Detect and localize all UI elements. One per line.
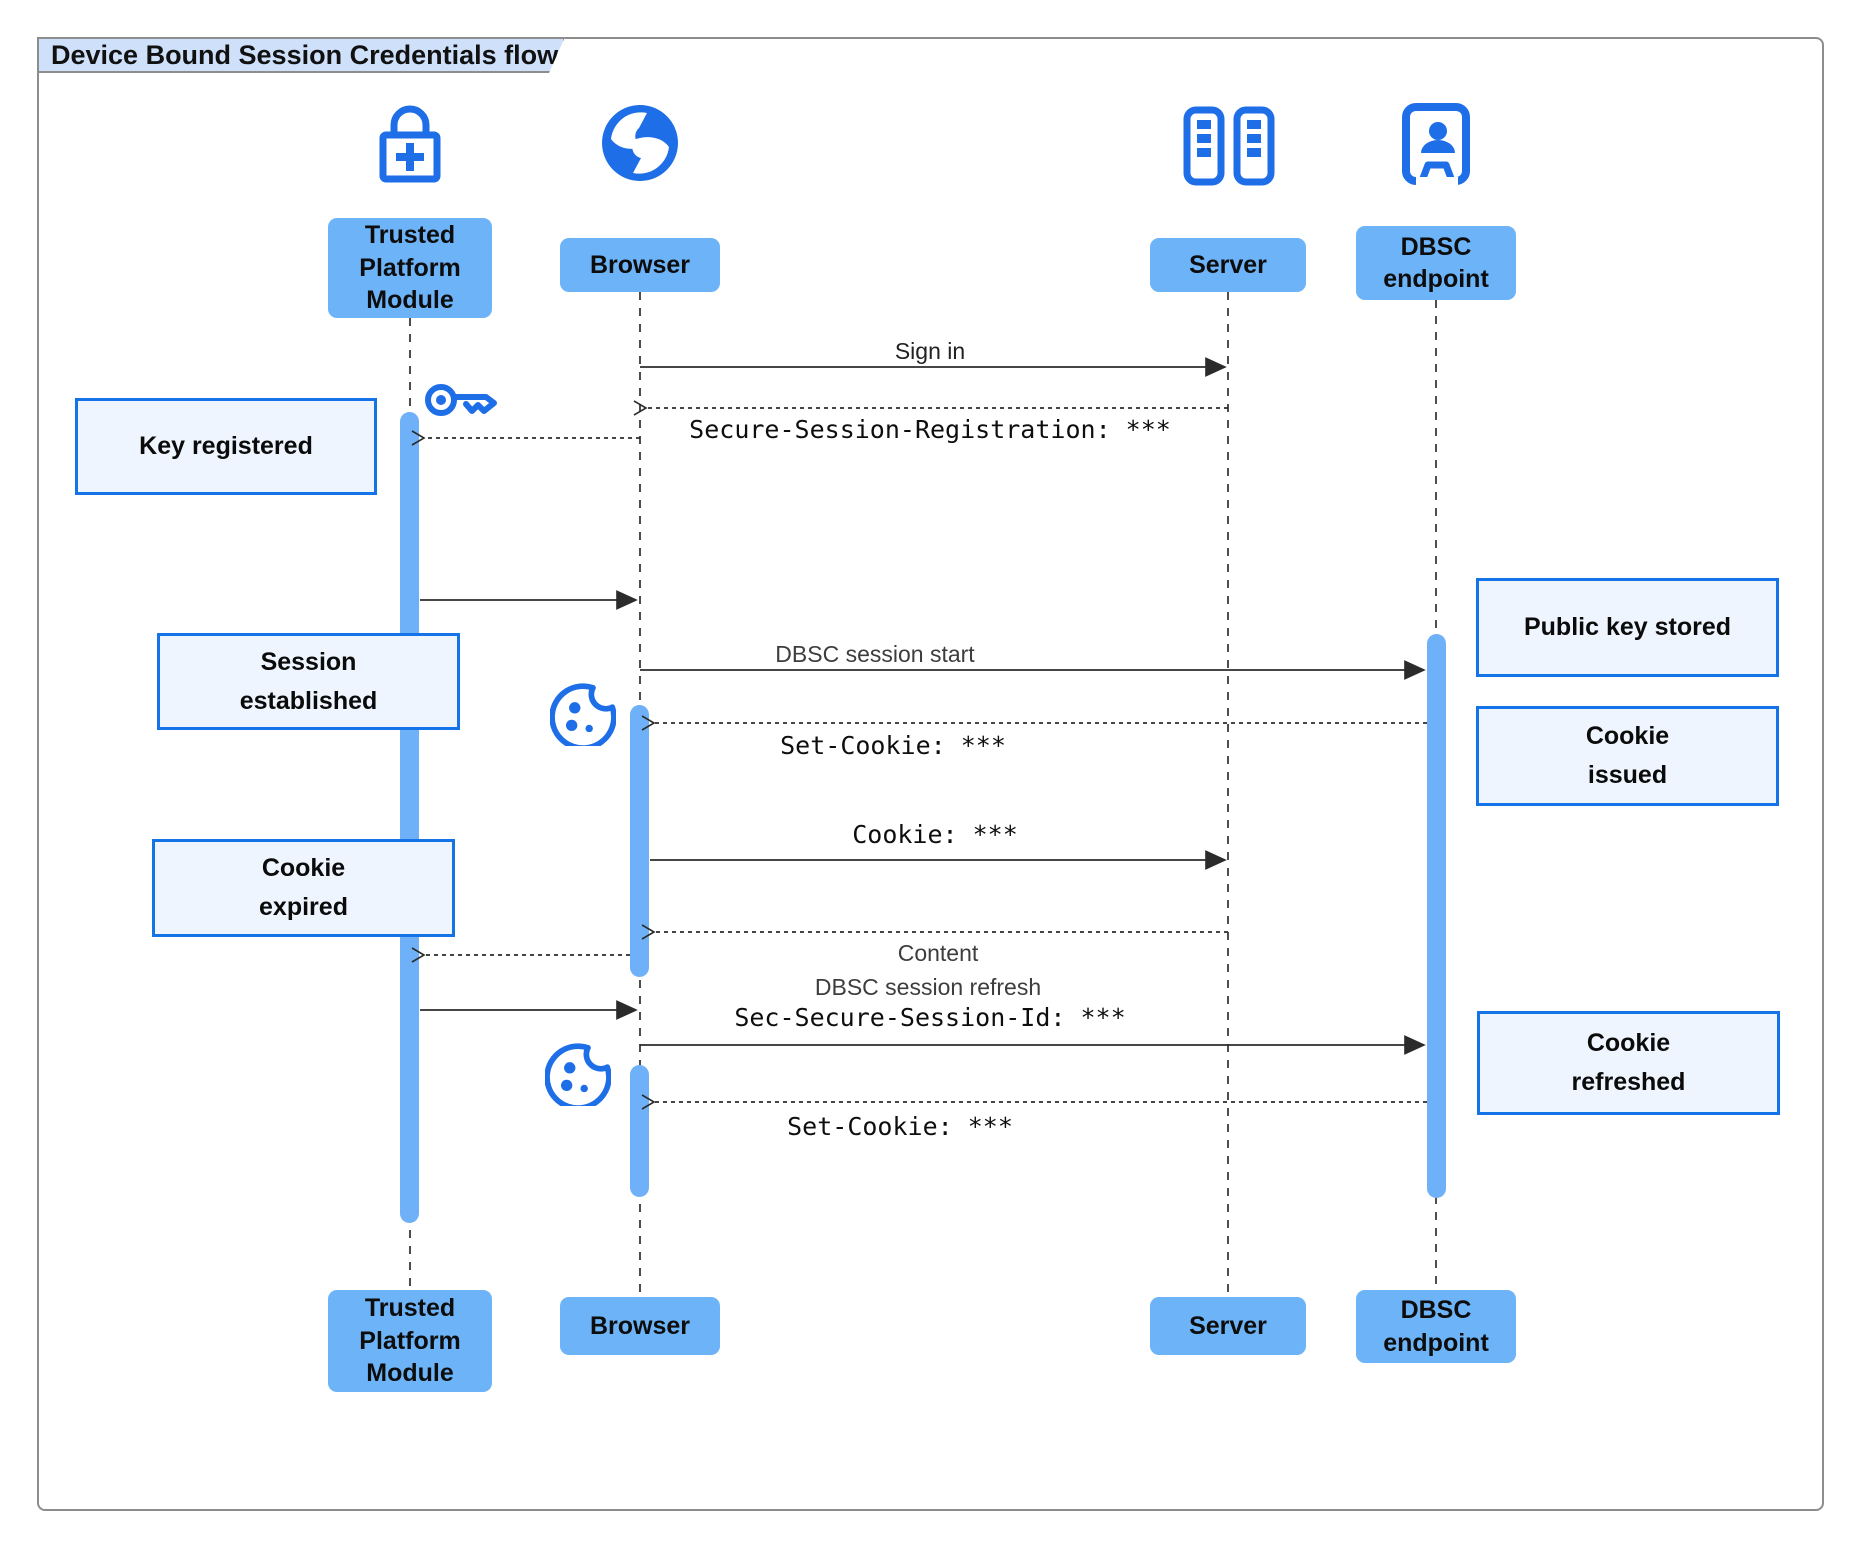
actor-tpm-top: Trusted Platform Module (328, 218, 492, 318)
message-label-sign-in: Sign in (894, 338, 966, 364)
note-session-established: Session established (157, 633, 460, 730)
kiosk-person-icon (1402, 103, 1470, 185)
message-label-set-cookie-1: Set-Cookie: *** (780, 731, 1006, 760)
message-label-set-cookie-2: Set-Cookie: *** (787, 1112, 1013, 1141)
cookie-icon (550, 683, 616, 746)
actor-dbsc-top: DBSC endpoint (1356, 226, 1516, 300)
note-cookie-issued: Cookie issued (1476, 706, 1779, 806)
actor-server-top: Server (1150, 238, 1306, 292)
lock-plus-icon (379, 105, 441, 183)
note-cookie-refreshed: Cookie refreshed (1477, 1011, 1780, 1115)
note-key-registered: Key registered (75, 398, 377, 495)
message-label-content: Content (897, 940, 979, 966)
key-icon (425, 384, 497, 416)
message-label-cookie: Cookie: *** (852, 820, 1018, 849)
actor-browser-bottom: Browser (560, 1297, 720, 1355)
actor-browser-top: Browser (560, 238, 720, 292)
message-label-sec-secure-session-id: Sec-Secure-Session-Id: *** (734, 1003, 1126, 1032)
server-rack-icon (1183, 106, 1275, 186)
diagram-frame (37, 37, 1824, 1511)
message-label-session-registration: Secure-Session-Registration: *** (689, 415, 1171, 444)
activation-dbsc (1427, 634, 1446, 1198)
note-public-key-stored: Public key stored (1476, 578, 1779, 677)
actor-server-bottom: Server (1150, 1297, 1306, 1355)
globe-icon (602, 105, 678, 181)
cookie-icon (545, 1043, 611, 1106)
diagram-title-tab: Device Bound Session Credentials flow (37, 37, 565, 73)
message-label-dbsc-session-refresh: DBSC session refresh (814, 974, 1042, 1000)
message-label-dbsc-session-start: DBSC session start (775, 641, 975, 667)
diagram-title: Device Bound Session Credentials flow (51, 39, 559, 70)
activation-browser-1 (630, 705, 649, 977)
note-cookie-expired: Cookie expired (152, 839, 455, 937)
actor-dbsc-bottom: DBSC endpoint (1356, 1290, 1516, 1363)
actor-tpm-bottom: Trusted Platform Module (328, 1290, 492, 1392)
activation-tpm (400, 412, 419, 1223)
